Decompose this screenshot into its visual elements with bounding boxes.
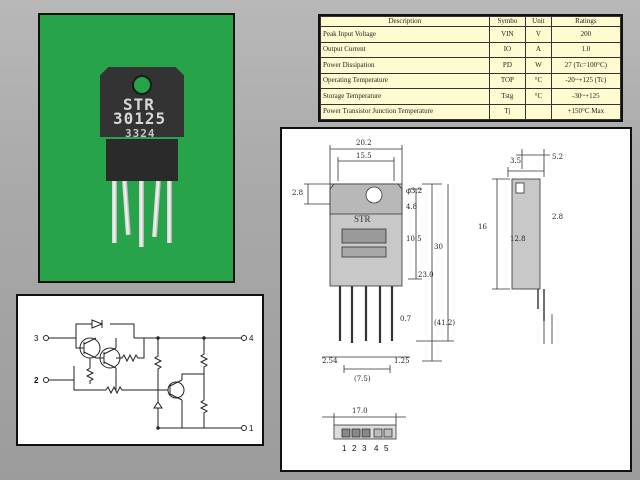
table-row: Operating Temperature TOP °C -20~+125 (T… bbox=[320, 72, 622, 89]
terminal-3 bbox=[43, 335, 49, 341]
dimension-label: (41.2) bbox=[434, 319, 455, 327]
dimension-label: 15.5 bbox=[356, 152, 372, 160]
table-row: Storage Temperature Tstg °C -30~+125 bbox=[320, 88, 622, 105]
terminal-4 bbox=[241, 335, 247, 341]
table-cell: 200 bbox=[550, 26, 622, 43]
table-cell: °C bbox=[525, 88, 552, 105]
dimension-label: 2.8 bbox=[552, 213, 563, 221]
dimension-label: 30 bbox=[434, 243, 443, 251]
dimension-label: 1.25 bbox=[394, 357, 410, 365]
pin bbox=[167, 181, 172, 243]
ratings-table-panel: Description Symbo Unit Ratings Peak Inpu… bbox=[318, 14, 623, 122]
pin-number: 3 bbox=[362, 444, 367, 453]
terminal-label: 1 bbox=[249, 424, 254, 433]
column-header: Unit bbox=[525, 16, 552, 27]
dimension-label: (7.5) bbox=[354, 375, 371, 383]
pin-number: 4 bbox=[374, 444, 379, 453]
dimension-label: 5.2 bbox=[552, 153, 563, 161]
package-side-view bbox=[511, 178, 541, 290]
chip-lower-body bbox=[106, 139, 178, 181]
dimension-label: 2.8 bbox=[292, 189, 303, 197]
dimension-label: 4.8 bbox=[406, 203, 417, 211]
pin-number: 5 bbox=[384, 444, 389, 453]
table-cell: V bbox=[525, 26, 552, 43]
chip-marking-date: 3324 bbox=[125, 127, 156, 140]
chip-marking-part: 30125 bbox=[113, 109, 167, 128]
column-header: Symbo bbox=[488, 16, 527, 27]
dimension-label: 17.0 bbox=[352, 407, 368, 415]
dimension-label: 2.54 bbox=[322, 357, 338, 365]
pin-number: 1 bbox=[342, 444, 347, 453]
table-cell: -20~+125 (Tc) bbox=[550, 72, 622, 89]
dimension-label: 16 bbox=[478, 223, 487, 231]
dimension-label: φ3.2 bbox=[406, 187, 422, 195]
circuit-schematic: 3 2 4 1 bbox=[16, 294, 264, 446]
pin bbox=[139, 181, 144, 247]
pin bbox=[112, 181, 117, 243]
dimension-label: 3.5 bbox=[510, 157, 521, 165]
table-cell: 1.0 bbox=[550, 41, 622, 58]
table-cell: Output Current bbox=[320, 41, 490, 58]
column-header: Description bbox=[320, 16, 490, 27]
mounting-hole bbox=[132, 75, 152, 95]
table-row: Power Transistor Junction Temperature Tj… bbox=[320, 103, 622, 120]
table-cell: Tstg bbox=[488, 88, 527, 105]
table-cell: A bbox=[525, 41, 552, 58]
table-cell: TOP bbox=[488, 72, 527, 89]
table-cell: W bbox=[525, 57, 552, 74]
table-cell: 27 (Tc=100°C) bbox=[550, 57, 622, 74]
table-header-row: Description Symbo Unit Ratings bbox=[320, 16, 622, 27]
terminal-label: 3 bbox=[34, 334, 39, 343]
pin-number: 2 bbox=[352, 444, 357, 453]
ratings-table: Description Symbo Unit Ratings Peak Inpu… bbox=[320, 16, 622, 120]
terminal-1 bbox=[241, 425, 247, 431]
package-dimensions-drawing: STR 20.2 15.5 φ3.2 4.8 2.8 10.5 3.5 16 2… bbox=[280, 127, 632, 472]
table-row: Power Dissipation PD W 27 (Tc=100°C) bbox=[320, 57, 622, 74]
table-cell: +150°C Max bbox=[550, 103, 622, 120]
schematic-drawing: 3 2 4 1 bbox=[34, 319, 254, 433]
dimension-label: 0.7 bbox=[400, 315, 411, 323]
table-cell: -30~+125 bbox=[550, 88, 622, 105]
table-cell: Power Dissipation bbox=[320, 57, 490, 74]
terminal-label: 2 bbox=[34, 376, 39, 385]
dimension-drawing: STR 20.2 15.5 φ3.2 4.8 2.8 10.5 3.5 16 2… bbox=[292, 139, 563, 453]
table-cell: Storage Temperature bbox=[320, 88, 490, 105]
dimension-label: 12.8 bbox=[510, 235, 526, 243]
table-cell: °C bbox=[525, 72, 552, 89]
dimension-label: 23.0 bbox=[418, 271, 434, 279]
table-cell bbox=[525, 103, 552, 120]
dimension-label: 20.2 bbox=[356, 139, 372, 147]
dimension-label: 10.5 bbox=[406, 235, 422, 243]
table-cell: VIN bbox=[488, 26, 527, 43]
table-row: Peak Input Voltage VIN V 200 bbox=[320, 26, 622, 43]
table-cell: PD bbox=[488, 57, 527, 74]
component-photo: STR 30125 3324 bbox=[38, 13, 235, 283]
pin bbox=[152, 180, 161, 238]
table-cell: Peak Input Voltage bbox=[320, 26, 490, 43]
package-marking: STR bbox=[354, 214, 371, 224]
terminal-label: 4 bbox=[249, 334, 254, 343]
pin bbox=[122, 180, 131, 236]
table-cell: Operating Temperature bbox=[320, 72, 490, 89]
terminal-2 bbox=[43, 377, 49, 383]
table-cell: IO bbox=[488, 41, 527, 58]
table-cell: Tj bbox=[488, 103, 527, 120]
table-cell: Power Transistor Junction Temperature bbox=[320, 103, 490, 120]
chip-marking-brand: STR bbox=[123, 95, 155, 114]
table-row: Output Current IO A 1.0 bbox=[320, 41, 622, 58]
column-header: Ratings bbox=[550, 16, 622, 27]
